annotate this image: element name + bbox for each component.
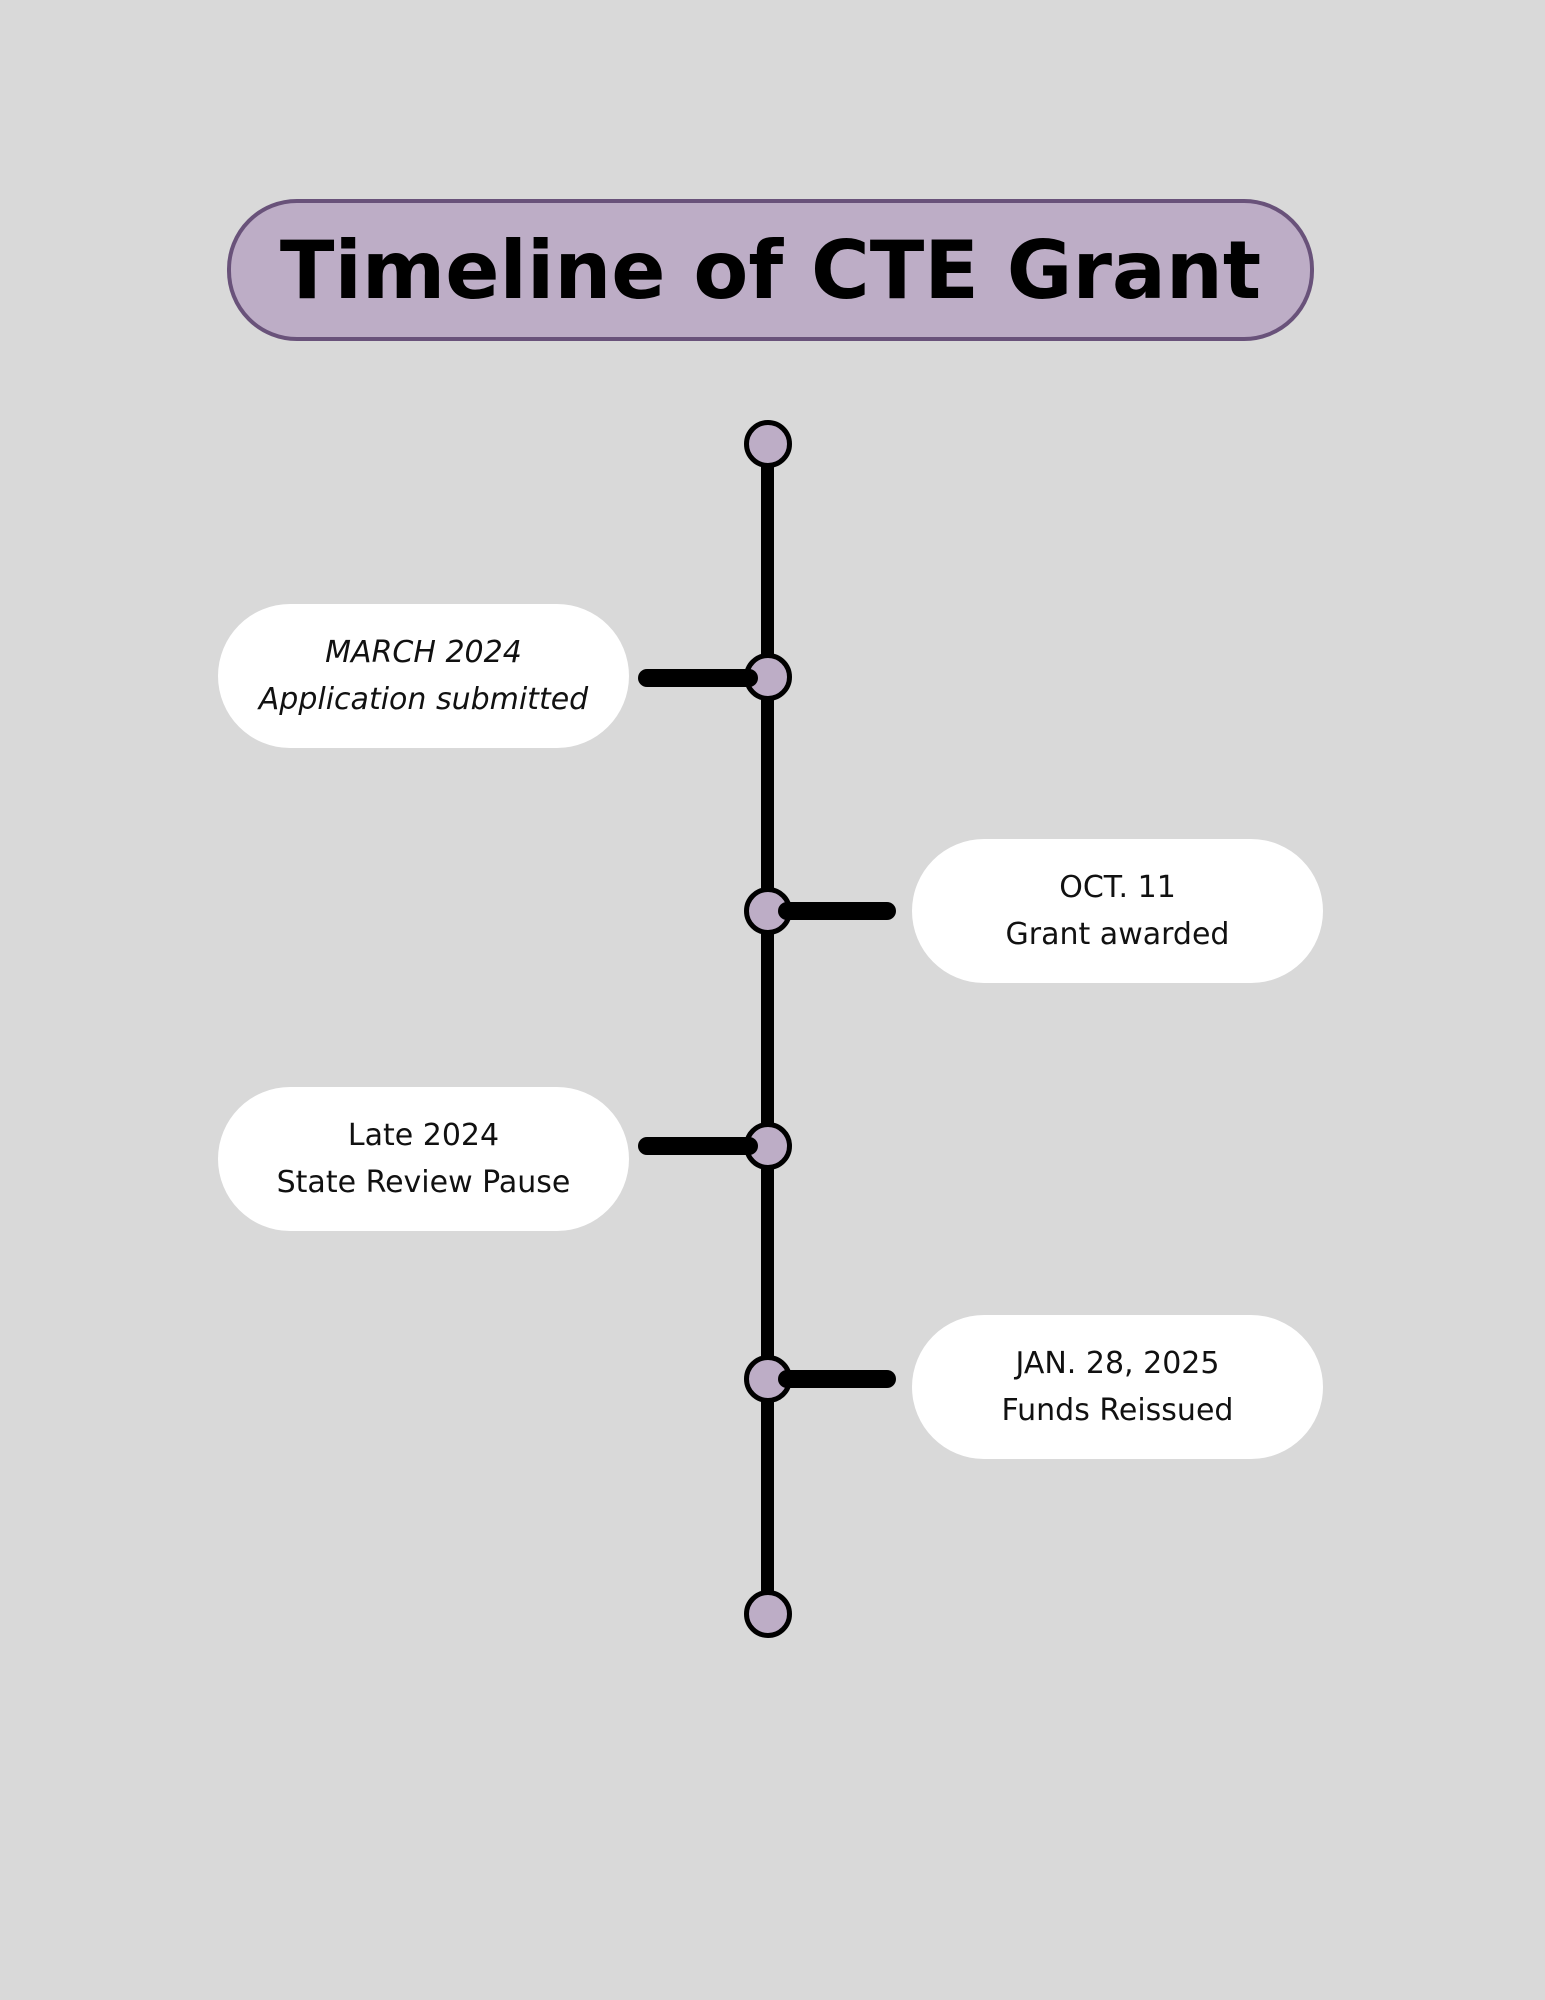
page-title: Timeline of CTE Grant: [279, 223, 1262, 317]
event-date: OCT. 11: [1059, 870, 1176, 905]
connector-1: [638, 669, 758, 687]
timeline-start-node: [744, 420, 792, 468]
event-date: MARCH 2024: [325, 635, 522, 670]
timeline-end-node: [744, 1590, 792, 1638]
event-date: JAN. 28, 2025: [1015, 1346, 1220, 1381]
connector-3: [638, 1137, 758, 1155]
event-label: Grant awarded: [1005, 917, 1230, 952]
timeline-axis: [761, 444, 774, 1614]
event-card-reissued: JAN. 28, 2025 Funds Reissued: [912, 1315, 1323, 1459]
event-label: Funds Reissued: [1001, 1393, 1234, 1428]
event-date: Late 2024: [347, 1118, 500, 1153]
event-card-application: MARCH 2024 Application submitted: [218, 604, 629, 748]
connector-4: [778, 1370, 896, 1388]
title-banner: Timeline of CTE Grant: [227, 199, 1314, 341]
event-card-awarded: OCT. 11 Grant awarded: [912, 839, 1323, 983]
event-card-review-pause: Late 2024 State Review Pause: [218, 1087, 629, 1231]
connector-2: [778, 902, 896, 920]
event-label: State Review Pause: [276, 1165, 571, 1200]
event-label: Application submitted: [258, 682, 589, 717]
